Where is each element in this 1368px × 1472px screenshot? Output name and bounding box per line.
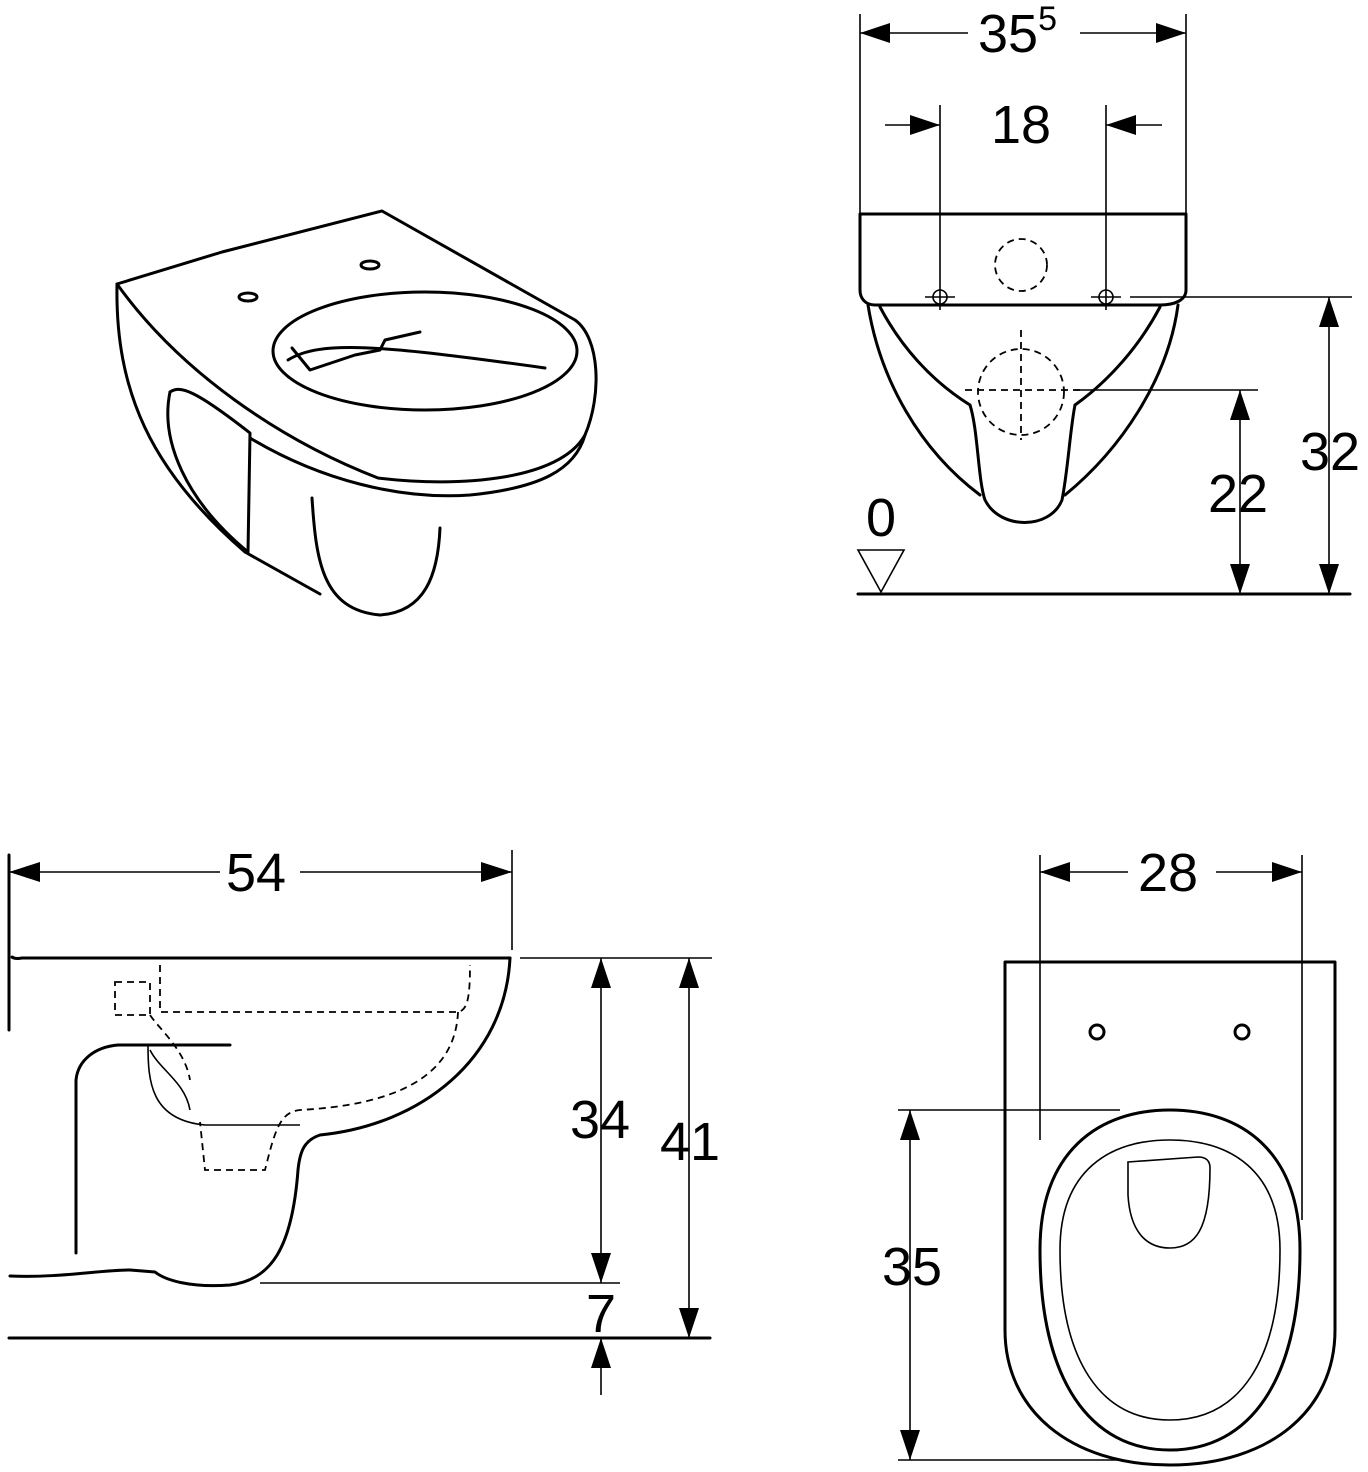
fixing-spacing-label: 18 — [991, 95, 1051, 155]
outlet-underside-height-label: 34 — [570, 1090, 630, 1150]
perspective-view — [115, 209, 598, 617]
total-height-label: 41 — [660, 1112, 720, 1172]
front-view: 355 18 0 32 22 — [856, 0, 1360, 596]
clearance-label: 7 — [586, 1284, 616, 1344]
length-label: 54 — [226, 843, 286, 903]
floor-level-label: 0 — [866, 488, 896, 548]
top-width-label: 28 — [1138, 843, 1198, 903]
front-width-label: 355 — [978, 0, 1057, 64]
side-view: 54 34 7 41 — [7, 843, 720, 1395]
outlet-height-label: 22 — [1208, 464, 1268, 524]
rim-depth-label: 35 — [882, 1237, 942, 1297]
top-view: 28 35 — [882, 843, 1337, 1467]
fixing-height-label: 32 — [1300, 422, 1360, 482]
